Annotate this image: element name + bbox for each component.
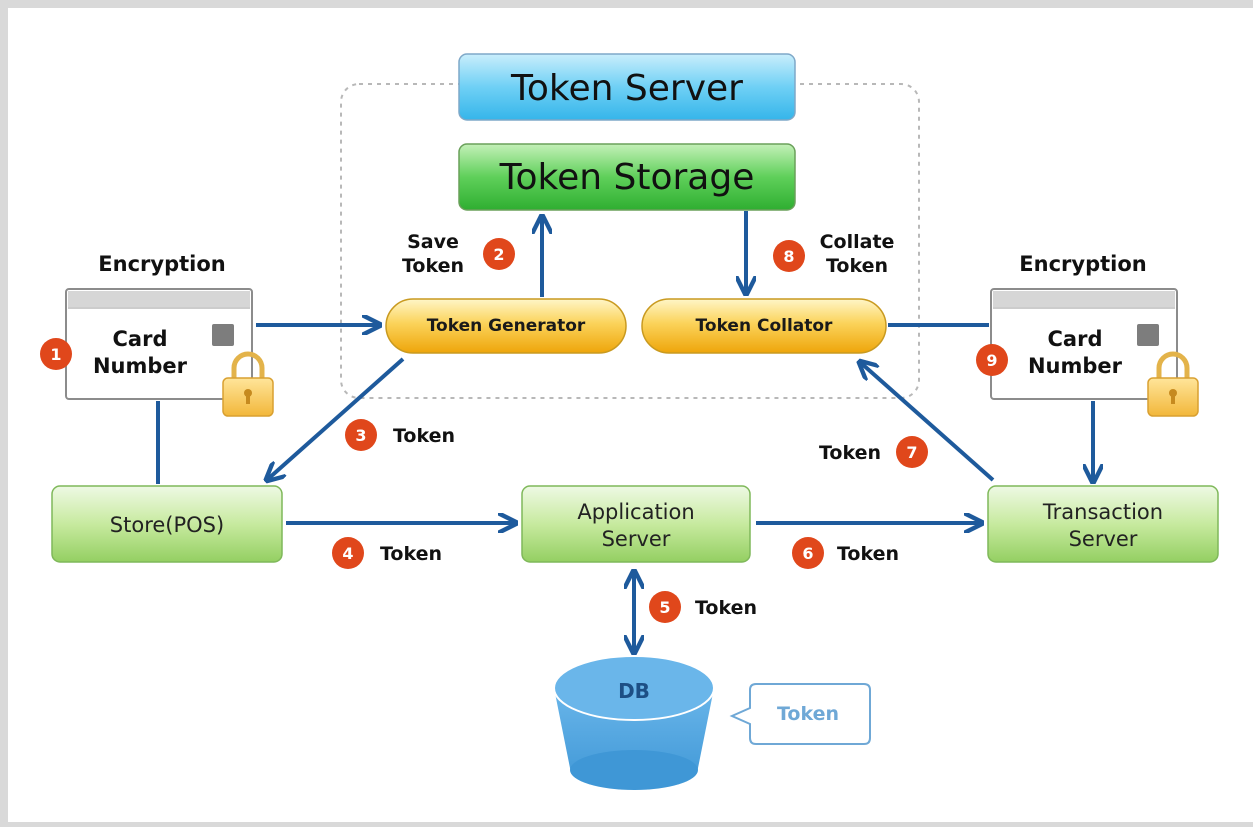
svg-text:9: 9: [986, 351, 997, 370]
token-collator-label: Token Collator: [696, 316, 834, 336]
transaction-server-box[interactable]: Transaction Server: [987, 485, 1219, 563]
svg-text:7: 7: [906, 443, 917, 462]
step2-line2: Token: [402, 255, 464, 277]
token-storage-box[interactable]: Token Storage: [458, 143, 796, 211]
token-server-box[interactable]: Token Server: [458, 53, 796, 121]
application-server-box[interactable]: Application Server: [521, 485, 751, 563]
db-token-callout: Token: [729, 683, 871, 745]
svg-text:2: 2: [493, 245, 504, 264]
db-callout-text: Token: [777, 703, 839, 725]
step5-label: Token: [695, 597, 757, 619]
svg-text:8: 8: [783, 247, 794, 266]
svg-text:5: 5: [659, 598, 670, 617]
step2-line1: Save: [407, 231, 459, 253]
padlock-icon: [222, 351, 274, 417]
app-server-line2: Server: [602, 527, 671, 551]
token-flow-diagram: Token Server Token Storage Token Generat…: [8, 8, 1253, 822]
store-pos-box[interactable]: Store(POS): [51, 485, 283, 563]
tx-server-line1: Transaction: [1042, 500, 1163, 524]
store-pos-label: Store(POS): [110, 513, 224, 537]
padlock-icon: [1147, 351, 1199, 417]
token-generator-module[interactable]: Token Generator: [385, 298, 627, 354]
step-badge-2: 2: [483, 238, 515, 270]
step-badge-3: 3: [345, 419, 377, 451]
diagram-svg: Token Server Token Storage Token Generat…: [40, 53, 1219, 790]
step8-line1: Collate: [820, 231, 895, 253]
step-badge-5: 5: [649, 591, 681, 623]
left-card-line1: Card: [113, 327, 168, 351]
step-badge-7: 7: [896, 436, 928, 468]
token-collator-module[interactable]: Token Collator: [641, 298, 887, 354]
step8-line2: Token: [826, 255, 888, 277]
tx-server-line2: Server: [1069, 527, 1138, 551]
step-badge-4: 4: [332, 537, 364, 569]
right-encryption-heading: Encryption: [1019, 252, 1146, 276]
svg-text:3: 3: [355, 426, 366, 445]
step-badge-1: 1: [40, 338, 72, 370]
right-card-line2: Number: [1028, 354, 1123, 378]
database-cylinder[interactable]: DB: [553, 655, 715, 790]
token-server-label: Token Server: [510, 68, 743, 109]
right-card-number[interactable]: Card Number: [990, 288, 1178, 400]
left-card-number[interactable]: Card Number: [65, 288, 253, 400]
flow-arrows: [156, 211, 1093, 651]
step4-label: Token: [380, 543, 442, 565]
token-generator-label: Token Generator: [427, 316, 586, 336]
left-card-line2: Number: [93, 354, 188, 378]
svg-text:1: 1: [50, 345, 61, 364]
step-badge-9: 9: [976, 344, 1008, 376]
left-encryption-heading: Encryption: [98, 252, 225, 276]
arrow-generator-to-store: [268, 357, 405, 479]
step6-label: Token: [837, 543, 899, 565]
right-card-line1: Card: [1048, 327, 1103, 351]
step-badge-8: 8: [773, 240, 805, 272]
db-label: DB: [618, 679, 650, 703]
step3-label: Token: [393, 425, 455, 447]
arrow-transaction-to-collator: [861, 363, 995, 482]
svg-text:6: 6: [802, 544, 813, 563]
step-badge-6: 6: [792, 537, 824, 569]
token-storage-label: Token Storage: [499, 157, 755, 198]
card-chip-icon: [1137, 324, 1159, 346]
card-chip-icon: [212, 324, 234, 346]
svg-text:4: 4: [342, 544, 353, 563]
app-server-line1: Application: [577, 500, 694, 524]
step7-label: Token: [819, 442, 881, 464]
